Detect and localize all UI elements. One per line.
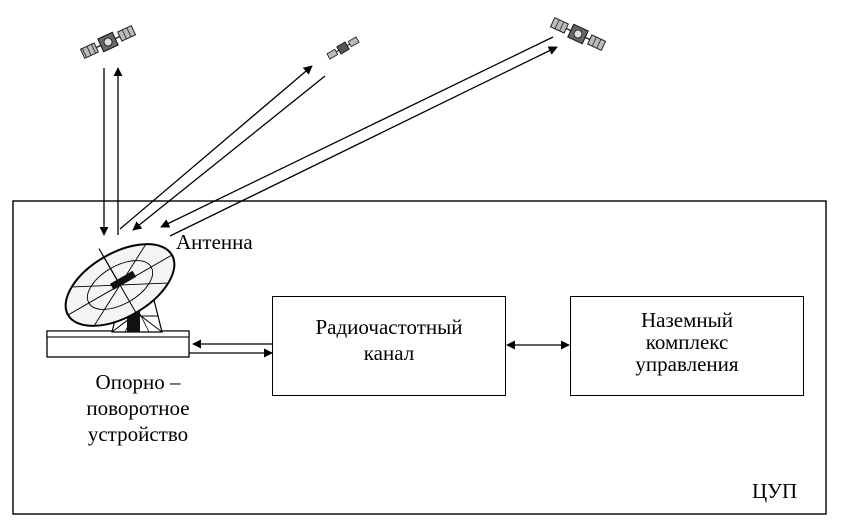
radio-channel-label-line: канал — [363, 341, 415, 365]
antenna-label: Антенна — [176, 230, 253, 254]
ground-control-label-line: управления — [635, 352, 739, 376]
ground-control-box: Наземный комплекс управления — [570, 296, 804, 396]
uplink-arrow — [119, 65, 313, 230]
radio-channel-label: Радиочастотный канал — [273, 316, 505, 364]
mount-label-line: поворотное — [86, 396, 190, 420]
satellite-icon — [549, 16, 607, 52]
satellite-icon — [79, 24, 137, 60]
ground-control-label: Наземный комплекс управления — [571, 309, 803, 375]
radio-channel-label-line: Радиочастотный — [315, 315, 463, 339]
radio-channel-box: Радиочастотный канал — [272, 296, 506, 396]
satellite-icon — [326, 36, 360, 60]
dish-antenna-icon — [46, 243, 190, 358]
mount-label: Опорно – поворотное устройство — [70, 371, 206, 445]
ground-control-label-line: Наземный — [641, 308, 733, 332]
mission-control-label: ЦУП — [752, 479, 798, 503]
downlink-arrow — [160, 36, 554, 228]
uplink-arrow — [169, 46, 558, 237]
mission-control-frame — [12, 200, 827, 515]
mount-label-line: устройство — [87, 422, 189, 446]
downlink-arrow — [132, 75, 326, 231]
ground-control-label-line: комплекс — [645, 330, 729, 354]
mount-label-line: Опорно – — [95, 370, 181, 394]
